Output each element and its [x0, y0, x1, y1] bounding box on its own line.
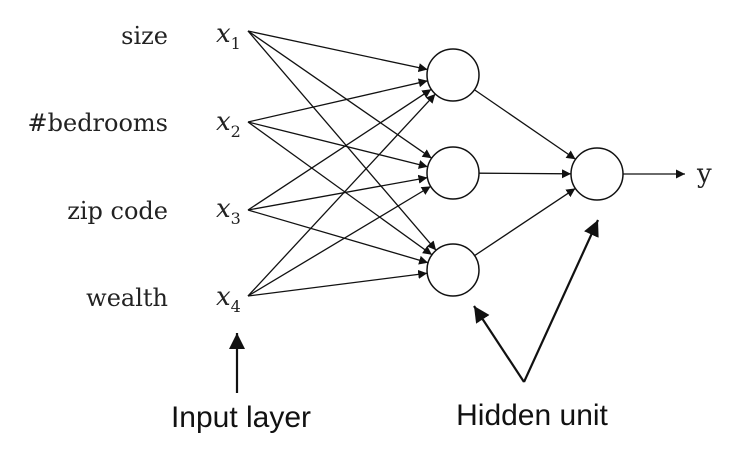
edge-input4-to-hidden1	[247, 93, 436, 297]
connection-edges	[247, 30, 685, 297]
hidden-unit-pointer-arrow-left	[473, 305, 525, 383]
edge-hidden1-to-output	[474, 89, 576, 160]
feature-label-zip-code: zip code	[67, 197, 168, 225]
edge-input2-to-hidden1	[247, 78, 428, 123]
edge-input4-to-hidden2	[247, 185, 432, 297]
edge-input1-to-hidden1	[247, 30, 428, 73]
edge-input2-to-hidden3	[247, 121, 433, 256]
edge-input3-to-hidden1	[247, 88, 432, 211]
hidden-unit-pointer-arrow-right	[522, 219, 600, 383]
input-variable-x4: x4	[216, 282, 241, 316]
edge-input4-to-hidden3	[247, 269, 428, 297]
output-unit	[570, 147, 624, 201]
edge-input2-to-hidden2	[247, 121, 428, 169]
edge-hidden2-to-output	[478, 169, 572, 179]
edge-input3-to-hidden3	[247, 209, 429, 265]
edge-input3-to-hidden2	[247, 174, 428, 211]
feature-label-wealth: wealth	[86, 284, 168, 312]
input-variable-x3: x3	[216, 194, 241, 228]
input-layer-caption: Input layer	[171, 401, 311, 434]
feature-label-bedrooms: #bedrooms	[28, 109, 168, 137]
hidden-unit-1	[426, 48, 480, 102]
hidden-unit-2	[426, 146, 480, 200]
edge-input1-to-hidden2	[247, 30, 432, 159]
input-variable-x2: x2	[216, 107, 241, 141]
edge-hidden3-to-output	[474, 187, 576, 257]
hidden-unit-3	[426, 243, 480, 297]
feature-label-size: size	[121, 22, 168, 50]
edge-input1-to-hidden3	[247, 30, 437, 251]
hidden-unit-caption: Hidden unit	[456, 399, 608, 432]
output-label-y: y	[696, 159, 712, 189]
input-variable-x1: x1	[216, 19, 241, 53]
